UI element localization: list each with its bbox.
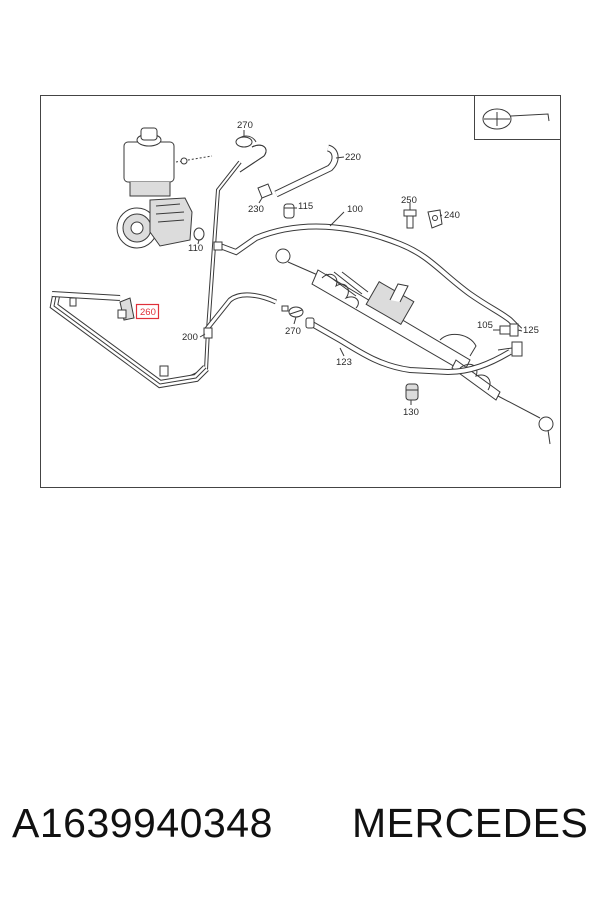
bolt-250 bbox=[403, 209, 417, 229]
sleeve-115 bbox=[283, 203, 295, 219]
leader-lines bbox=[197, 130, 523, 405]
callout-125: 125 bbox=[523, 325, 539, 336]
diagram-frame bbox=[40, 95, 561, 488]
return-line-123 bbox=[305, 317, 512, 376]
callout-270-top: 270 bbox=[237, 120, 253, 131]
callout-110: 110 bbox=[188, 243, 203, 254]
brand-name: MERCEDES bbox=[352, 800, 589, 846]
fitting-105 bbox=[499, 323, 519, 337]
callout-250: 250 bbox=[401, 195, 417, 206]
bushing-130 bbox=[405, 383, 419, 401]
callout-123: 123 bbox=[336, 357, 352, 368]
part-number: A1639940348 bbox=[12, 800, 273, 846]
callout-115: 115 bbox=[298, 201, 313, 212]
steering-rack bbox=[275, 248, 554, 445]
callout-260: 260 bbox=[140, 307, 156, 318]
callout-270-lower: 270 bbox=[285, 326, 301, 337]
callout-220: 220 bbox=[345, 152, 361, 163]
steering-wheel-icon bbox=[474, 95, 561, 140]
hose-clamp-270-top bbox=[235, 135, 267, 173]
callout-230: 230 bbox=[248, 204, 264, 215]
clip-260 bbox=[117, 297, 135, 321]
clip-230 bbox=[257, 183, 273, 199]
fitting-125 bbox=[497, 341, 523, 357]
seal-ring-110 bbox=[193, 227, 205, 241]
bracket-240 bbox=[427, 209, 443, 229]
power-steering-pump bbox=[116, 127, 213, 249]
callout-105: 105 bbox=[477, 320, 493, 331]
hose-clamp-270-lower bbox=[281, 305, 304, 318]
callout-130: 130 bbox=[403, 407, 419, 418]
cooler-loop-200 bbox=[49, 291, 278, 389]
hose-220 bbox=[274, 144, 339, 198]
pressure-line-100 bbox=[213, 223, 523, 333]
callout-100: 100 bbox=[347, 204, 363, 215]
highlight-box-260 bbox=[135, 303, 160, 320]
callout-240: 240 bbox=[444, 210, 460, 221]
callout-200: 200 bbox=[182, 332, 198, 343]
